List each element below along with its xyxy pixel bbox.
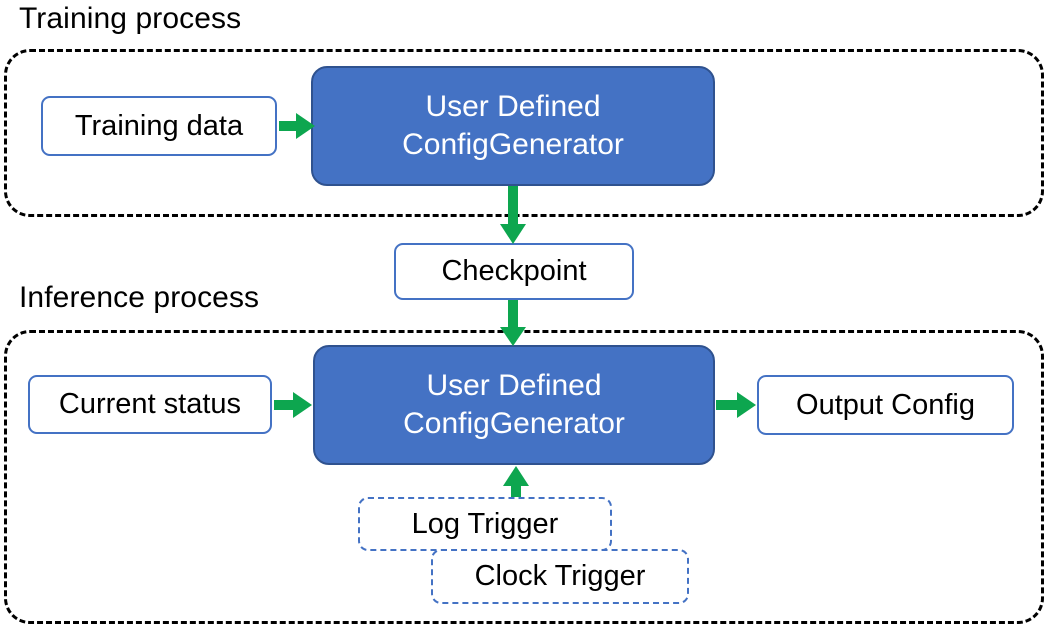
node-current-status[interactable]: Current status [28, 375, 272, 434]
section-label-training: Training process [19, 2, 242, 35]
node-output-config[interactable]: Output Config [757, 375, 1014, 435]
node-log-trigger[interactable]: Log Trigger [358, 497, 612, 551]
node-generator-training-label-line1: User Defined [425, 90, 601, 123]
node-clock-trigger-label: Clock Trigger [474, 560, 646, 592]
node-current-status-label: Current status [58, 388, 242, 420]
group-container-training-process [4, 49, 1044, 217]
section-label-inference: Inference process [19, 281, 260, 314]
node-training-data[interactable]: Training data [41, 96, 277, 156]
node-generator-inference-label-line2: ConfigGenerator [403, 407, 625, 440]
node-generator-training-label-line2: ConfigGenerator [402, 128, 624, 161]
node-generator-inference-label-line1: User Defined [426, 369, 602, 402]
node-checkpoint[interactable]: Checkpoint [394, 243, 634, 300]
node-checkpoint-label: Checkpoint [441, 255, 587, 287]
node-clock-trigger[interactable]: Clock Trigger [431, 549, 689, 604]
node-user-defined-configgenerator-training[interactable]: User Defined ConfigGenerator [311, 66, 715, 186]
node-user-defined-configgenerator-inference[interactable]: User Defined ConfigGenerator [313, 345, 715, 465]
node-training-data-label: Training data [74, 109, 244, 142]
node-log-trigger-label: Log Trigger [411, 507, 559, 540]
node-output-config-label: Output Config [796, 388, 975, 421]
